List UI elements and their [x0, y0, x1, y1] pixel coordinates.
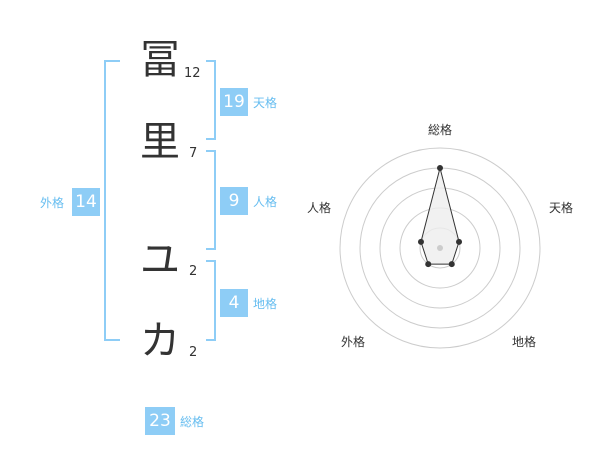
radar-label-soukaku: 総格 [427, 123, 453, 137]
jinkaku-value: 9 [220, 187, 248, 215]
radar-point [425, 261, 432, 268]
stroke-count-3: 2 [189, 264, 198, 279]
radar-point [448, 261, 455, 268]
radar-point [437, 165, 443, 171]
radar-center [437, 245, 443, 251]
gaikaku-bracket [104, 60, 120, 341]
radar-label-chikaku: 地格 [511, 335, 537, 349]
radar-label-gaikaku: 外格 [340, 335, 366, 349]
jinkaku-label: 人格 [253, 195, 278, 209]
chikaku-bracket [206, 260, 216, 341]
radar-label-jinkaku: 人格 [306, 201, 332, 215]
tenkaku-value: 19 [220, 88, 248, 116]
gaikaku-label: 外格 [40, 196, 65, 210]
stroke-count-1: 12 [184, 66, 201, 81]
tenkaku-bracket [206, 60, 216, 140]
jinkaku-bracket [206, 150, 216, 250]
gaikaku-value: 14 [72, 188, 100, 216]
radar-point [456, 238, 463, 245]
soukaku-value: 23 [145, 407, 175, 435]
stroke-count-2: 7 [189, 146, 198, 161]
radar-label-tenkaku: 天格 [548, 201, 574, 215]
radar-ring [339, 147, 541, 349]
radar-point [417, 238, 424, 245]
name-char-3: ユ [140, 237, 180, 283]
stroke-count-4: 2 [189, 345, 198, 360]
chikaku-value: 4 [220, 289, 248, 317]
chikaku-label: 地格 [253, 297, 278, 311]
name-char-1: 冨 [140, 37, 180, 83]
name-char-4: カ [140, 318, 180, 364]
radar-polygon [420, 167, 460, 265]
soukaku-label: 総格 [180, 415, 205, 429]
name-char-2: 里 [140, 119, 180, 165]
tenkaku-label: 天格 [253, 96, 278, 110]
